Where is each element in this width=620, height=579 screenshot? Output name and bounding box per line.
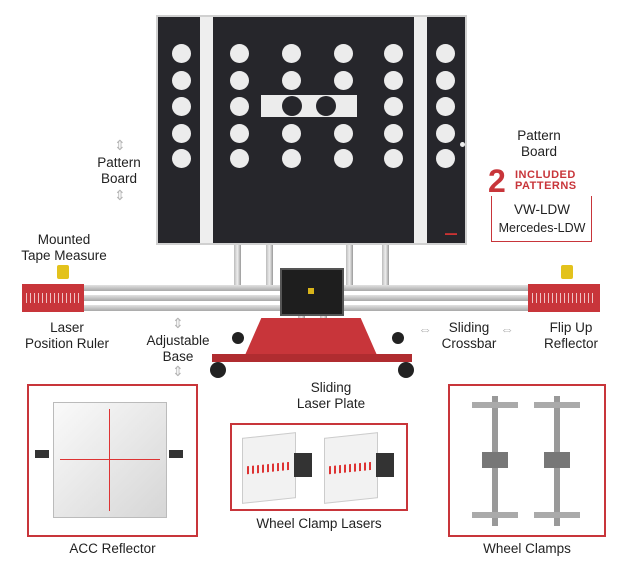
pattern-dot bbox=[384, 71, 403, 90]
wheel-clamps-panel bbox=[448, 384, 606, 537]
base-beam bbox=[212, 354, 412, 362]
pattern-dot bbox=[384, 97, 403, 116]
pattern-dot bbox=[172, 97, 191, 116]
stand-post bbox=[382, 245, 389, 285]
caption-acc-reflector: ACC Reflector bbox=[69, 541, 156, 556]
reflector-mount bbox=[169, 450, 183, 458]
laser-target-image bbox=[242, 432, 296, 504]
caster-wheel bbox=[398, 362, 414, 378]
laser-unit bbox=[294, 453, 312, 477]
board-strip bbox=[200, 17, 213, 243]
wheel-clamp-image bbox=[472, 396, 518, 526]
pattern-dot bbox=[436, 97, 455, 116]
arrow-up-icon: ⇕ bbox=[114, 137, 126, 153]
pattern-dot bbox=[230, 124, 249, 143]
pattern-dot bbox=[230, 44, 249, 63]
wheel-clamp-image bbox=[534, 396, 580, 526]
callout-dot bbox=[460, 142, 465, 147]
pattern-dot bbox=[282, 149, 301, 168]
center-bar-dot bbox=[282, 96, 302, 116]
pattern-dot bbox=[282, 44, 301, 63]
caption-wheel-clamps: Wheel Clamps bbox=[483, 541, 571, 556]
tape-measure-icon bbox=[57, 265, 69, 279]
pattern-dot bbox=[334, 71, 353, 90]
laser-icon bbox=[308, 288, 314, 294]
patterns-count: 2 bbox=[488, 163, 506, 199]
stand-post bbox=[266, 245, 273, 285]
pattern-dot bbox=[282, 71, 301, 90]
center-bar bbox=[261, 95, 357, 117]
pattern-dot bbox=[436, 44, 455, 63]
laser-unit bbox=[376, 453, 394, 477]
pattern-dot bbox=[384, 44, 403, 63]
leveling-knob bbox=[392, 332, 404, 344]
reflector-mount bbox=[35, 450, 49, 458]
flip-up-reflector-ruler bbox=[528, 284, 600, 312]
acc-reflector-panel bbox=[27, 384, 198, 537]
laser-position-ruler bbox=[22, 284, 84, 312]
pattern-dot bbox=[334, 44, 353, 63]
pattern-item: VW-LDW bbox=[514, 202, 570, 217]
board-strip bbox=[414, 17, 427, 243]
pattern-dot bbox=[436, 149, 455, 168]
pattern-dot bbox=[172, 71, 191, 90]
wheel-clamp-lasers-panel bbox=[230, 423, 408, 511]
pattern-dot bbox=[334, 124, 353, 143]
pattern-dot bbox=[436, 71, 455, 90]
acc-reflector-image bbox=[53, 402, 167, 518]
pattern-dot bbox=[436, 124, 455, 143]
patterns-list: VW-LDW Mercedes-LDW bbox=[491, 196, 592, 242]
stand-post bbox=[346, 245, 353, 285]
pattern-dot bbox=[384, 149, 403, 168]
pattern-dot bbox=[334, 149, 353, 168]
center-bar-dot bbox=[316, 96, 336, 116]
pattern-board: ▬▬ bbox=[156, 15, 467, 245]
pattern-item: Mercedes-LDW bbox=[498, 221, 586, 235]
leveling-knob bbox=[232, 332, 244, 344]
pattern-dot bbox=[282, 124, 301, 143]
pattern-dot bbox=[230, 97, 249, 116]
arrow-left-icon: ⇔ bbox=[418, 321, 432, 337]
pattern-dot bbox=[172, 149, 191, 168]
pattern-dot bbox=[230, 71, 249, 90]
arrow-up-icon: ⇕ bbox=[172, 315, 184, 331]
pattern-dot bbox=[384, 124, 403, 143]
stand-post bbox=[234, 245, 241, 285]
pattern-dot bbox=[230, 149, 249, 168]
sliding-laser-plate bbox=[280, 268, 344, 316]
tape-measure-icon bbox=[561, 265, 573, 279]
caster-wheel bbox=[210, 362, 226, 378]
pattern-dot bbox=[172, 124, 191, 143]
arrow-right-icon: ⇔ bbox=[500, 321, 514, 337]
pattern-dot bbox=[172, 44, 191, 63]
caption-wheel-clamp-lasers: Wheel Clamp Lasers bbox=[256, 516, 382, 531]
arrow-down-icon: ⇕ bbox=[114, 187, 126, 203]
arrow-down-icon: ⇕ bbox=[172, 363, 184, 379]
board-logo: ▬▬ bbox=[445, 231, 457, 237]
laser-target-image bbox=[324, 432, 378, 504]
